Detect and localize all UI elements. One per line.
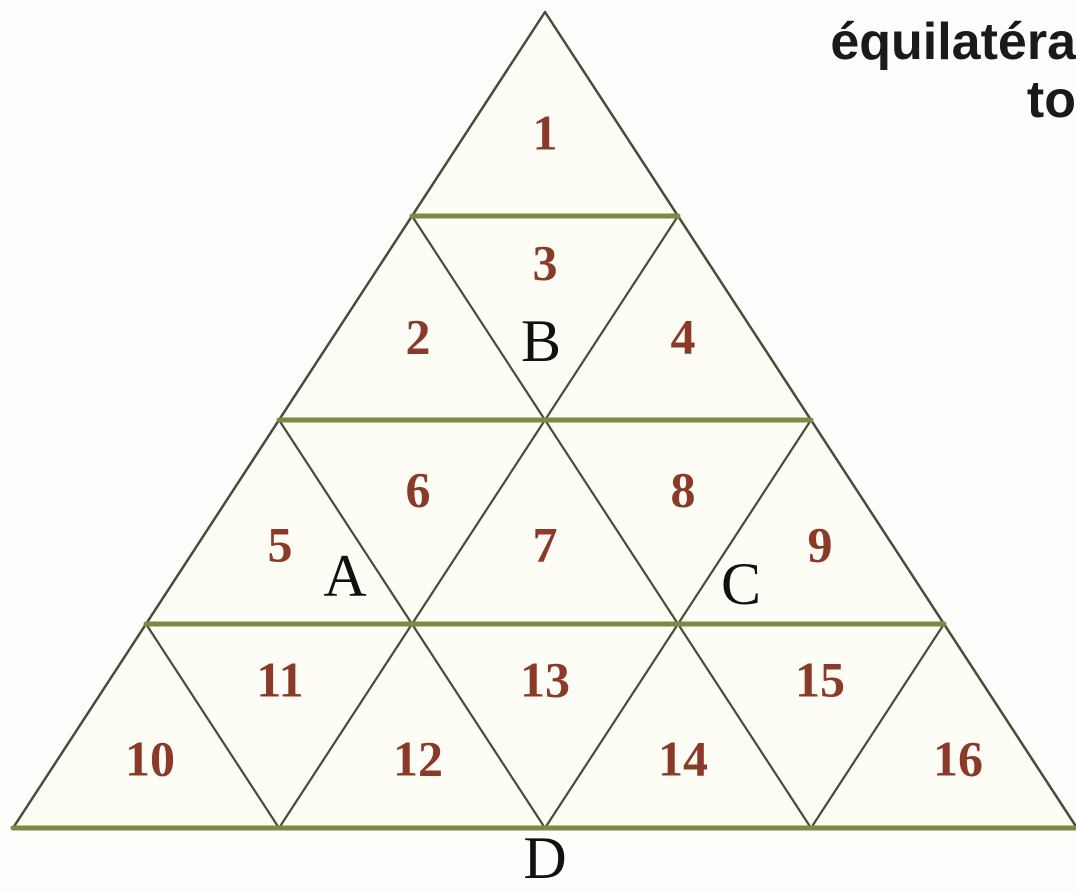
point-label-b: B xyxy=(521,308,561,374)
diagonal-line xyxy=(810,623,945,829)
region-number-10: 10 xyxy=(125,730,175,786)
region-number-5: 5 xyxy=(268,516,293,572)
point-label-d: D xyxy=(523,825,566,891)
region-number-7: 7 xyxy=(533,516,558,572)
region-number-15: 15 xyxy=(795,651,845,707)
region-number-9: 9 xyxy=(808,516,833,572)
point-label-c: C xyxy=(721,551,761,617)
region-number-8: 8 xyxy=(671,461,696,517)
region-number-13: 13 xyxy=(520,651,570,707)
heading-line-2: to xyxy=(1026,71,1076,129)
point-label-a: A xyxy=(323,543,366,609)
region-number-16: 16 xyxy=(933,730,983,786)
region-number-3: 3 xyxy=(533,234,558,290)
region-number-12: 12 xyxy=(393,730,443,786)
region-number-2: 2 xyxy=(406,308,431,364)
region-number-1: 1 xyxy=(533,104,558,160)
region-number-11: 11 xyxy=(256,651,303,707)
heading-line-1: équilatéra xyxy=(830,13,1076,71)
diagonal-line xyxy=(145,623,280,829)
region-number-6: 6 xyxy=(406,461,431,517)
region-number-4: 4 xyxy=(671,308,696,364)
region-number-14: 14 xyxy=(658,730,708,786)
diagonal-line xyxy=(278,215,679,829)
diagonal-line xyxy=(411,215,812,829)
